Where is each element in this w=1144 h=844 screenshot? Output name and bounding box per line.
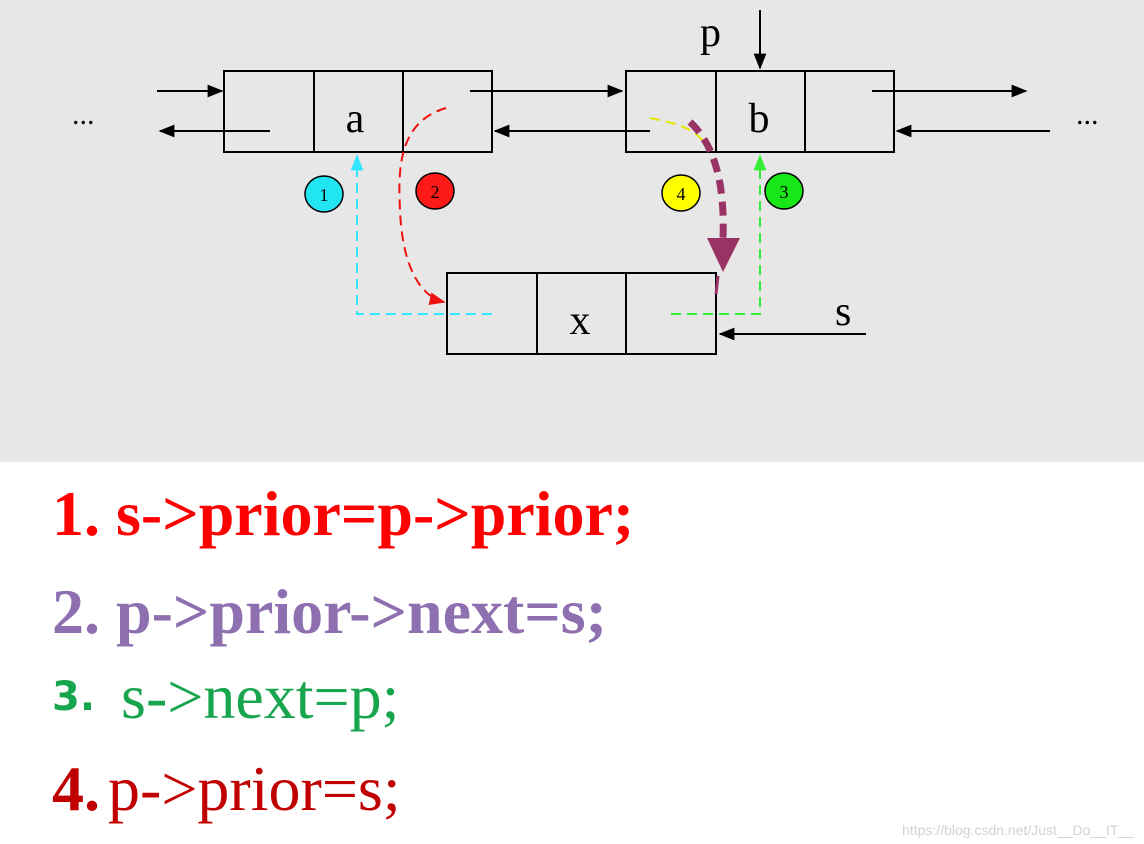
step4-arrowhead xyxy=(707,238,740,272)
watermark: https://blog.csdn.net/Just__Do__IT__ xyxy=(902,822,1134,838)
step4-link xyxy=(687,119,727,239)
step-2-number: 2. xyxy=(52,576,100,647)
step-2-code: p->prior->next=s; xyxy=(116,576,607,647)
badge-4: 4 xyxy=(661,174,701,212)
step-1-number: 1. xyxy=(52,478,100,549)
node-a-label: a xyxy=(346,96,365,142)
pointer-s-label: s xyxy=(835,289,851,335)
node-b: b xyxy=(625,70,895,153)
node-b-label: b xyxy=(749,96,770,142)
node-a: a xyxy=(223,70,493,153)
step-3-number: 3. xyxy=(52,674,96,720)
badge-4-number: 4 xyxy=(677,184,686,204)
step4-arrow-stub xyxy=(714,275,720,295)
badge-3: 3 xyxy=(764,172,804,210)
badge-3-number: 3 xyxy=(780,182,789,202)
step3-link xyxy=(671,154,767,315)
step-4-code: p->prior=s; xyxy=(108,753,401,824)
step4-tail xyxy=(649,117,709,151)
badge-1-number: 1 xyxy=(320,185,329,205)
step2-link xyxy=(398,107,447,305)
node-x-label: x xyxy=(570,298,591,344)
ellipsis-left: ... xyxy=(72,98,95,131)
badge-1: 1 xyxy=(304,175,344,213)
linked-list-diagram: ... ... a b x xyxy=(72,10,1099,355)
step-3-code: s->next=p; xyxy=(121,661,400,732)
ellipsis-right: ... xyxy=(1076,98,1099,131)
step-4-number: 4. xyxy=(52,753,100,824)
diagram-panel: ... ... a b x xyxy=(0,0,1144,462)
existing-links xyxy=(157,84,1050,138)
step-2-line: 2. p->prior->next=s; xyxy=(52,580,607,644)
node-x: x xyxy=(446,272,717,355)
step-3-line: 3.s->next=p; xyxy=(52,665,399,729)
step-1-code: s->prior=p->prior; xyxy=(116,478,635,549)
badge-2: 2 xyxy=(415,172,455,210)
step-1-line: 1. s->prior=p->prior; xyxy=(52,482,634,546)
step1-link xyxy=(350,154,492,315)
step-4-line: 4.p->prior=s; xyxy=(52,757,401,821)
badge-2-number: 2 xyxy=(431,182,440,202)
pointer-p-label: p xyxy=(700,10,721,56)
